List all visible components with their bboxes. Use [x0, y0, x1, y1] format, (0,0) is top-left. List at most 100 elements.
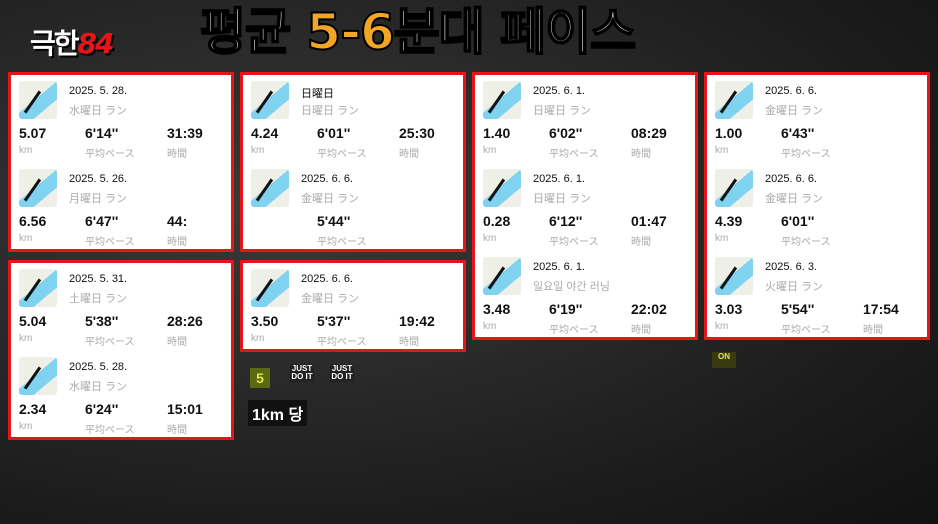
run-distance-label: km [251, 145, 265, 156]
route-map-thumbnail [19, 169, 57, 207]
run-title: 水曜日 ラン [69, 381, 128, 393]
run-distance-label: km [483, 233, 497, 244]
run-date: 2025. 6. 6. [301, 273, 353, 285]
run-pace: 6'47'' [85, 213, 119, 229]
run-time: 19:42 [399, 313, 435, 329]
run-pace-label: 平均ペース [85, 149, 135, 160]
run-time: 17:54 [863, 301, 899, 317]
run-pace: 6'01'' [781, 213, 815, 229]
run-pace-label: 平均ペース [781, 325, 831, 336]
map-water [483, 257, 521, 295]
run-time: 01:47 [631, 213, 667, 229]
run-date: 2025. 6. 3. [765, 261, 817, 273]
run-pace-label: 平均ペース [85, 337, 135, 348]
caption: 평균 5-6분대 페이스 [199, 2, 637, 62]
run-pace-label: 平均ペース [781, 149, 831, 160]
run-record-card: 2025. 6. 6. 金曜日 ラン 1.00 km 6'43'' 平均ペース 2025. … [704, 72, 930, 340]
run-distance-label: km [19, 333, 33, 344]
route-map-thumbnail [715, 257, 753, 295]
run-distance: 5.04 [19, 313, 47, 329]
run-pace: 5'38'' [85, 313, 119, 329]
route-map-thumbnail [19, 357, 57, 395]
run-title: 水曜日 ラン [69, 105, 128, 117]
run-time-label: 時間 [167, 237, 187, 248]
run-pace: 6'01'' [317, 125, 351, 141]
run-pace-label: 平均ペース [549, 149, 599, 160]
run-distance-label: km [715, 233, 729, 244]
route-map-thumbnail [251, 269, 289, 307]
route-map-thumbnail [251, 169, 289, 207]
run-pace: 6'24'' [85, 401, 119, 417]
run-title: 日曜日 ラン [301, 105, 360, 117]
run-time-label: 時間 [399, 337, 419, 348]
run-time: 25:30 [399, 125, 435, 141]
run-pace: 6'19'' [549, 301, 583, 317]
run-distance-label: km [19, 421, 33, 432]
run-distance: 5.07 [19, 125, 47, 141]
map-water [19, 169, 57, 207]
run-date: 2025. 6. 6. [765, 85, 817, 97]
logo-number: 84 [77, 27, 115, 60]
run-pace: 5'54'' [781, 301, 815, 317]
map-water [483, 169, 521, 207]
run-distance: 3.50 [251, 313, 279, 329]
run-title: 土曜日 ラン [69, 293, 128, 305]
run-title: 火曜日 ラン [765, 281, 824, 293]
run-date: 2025. 5. 28. [69, 85, 128, 97]
run-title: 일요일 야간 러닝 [533, 281, 610, 293]
map-water [715, 81, 753, 119]
run-distance-label: km [715, 145, 729, 156]
run-pace-label: 平均ペース [85, 237, 135, 248]
caption-pre: 평균 [199, 2, 307, 62]
run-date: 2025. 6. 1. [533, 85, 585, 97]
run-time-label: 時間 [631, 325, 651, 336]
run-pace-label: 平均ペース [549, 237, 599, 248]
run-time: 31:39 [167, 125, 203, 141]
run-distance-label: km [251, 333, 265, 344]
run-time: 08:29 [631, 125, 667, 141]
run-pace-label: 平均ペース [317, 237, 367, 248]
map-water [251, 269, 289, 307]
run-distance: 3.48 [483, 301, 511, 317]
sticker-icon: ON [712, 352, 736, 368]
sticker-icon: 5 [250, 368, 270, 388]
run-distance: 6.56 [19, 213, 47, 229]
run-date: 2025. 6. 1. [533, 173, 585, 185]
run-title: 金曜日 ラン [765, 193, 824, 205]
run-time-label: 時間 [167, 425, 187, 436]
run-pace-label: 平均ペース [317, 337, 367, 348]
run-time-label: 時間 [399, 149, 419, 160]
run-pace-label: 平均ペース [317, 149, 367, 160]
run-distance: 4.24 [251, 125, 279, 141]
map-water [19, 81, 57, 119]
run-distance-label: km [483, 145, 497, 156]
run-pace: 6'43'' [781, 125, 815, 141]
run-distance: 1.00 [715, 125, 743, 141]
map-water [483, 81, 521, 119]
run-time: 28:26 [167, 313, 203, 329]
run-date: 2025. 6. 6. [765, 173, 817, 185]
just-do-it-sticker: JUST DO IT [290, 364, 314, 382]
run-time-label: 時間 [167, 149, 187, 160]
map-water [251, 81, 289, 119]
run-title: 金曜日 ラン [301, 193, 360, 205]
run-time-label: 時間 [631, 237, 651, 248]
run-pace: 5'37'' [317, 313, 351, 329]
